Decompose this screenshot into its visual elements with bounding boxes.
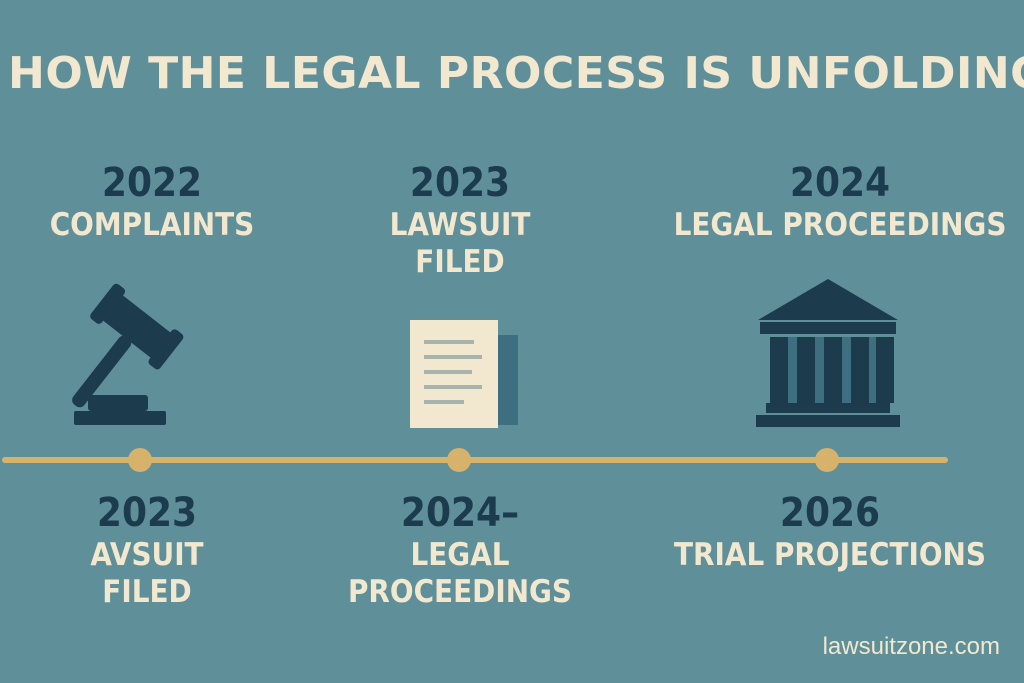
milestone-year: 2024– — [400, 490, 520, 536]
bottom-milestone-3: 2026 TRIAL PROJECTIONS — [670, 490, 990, 574]
top-milestone-1: 2022 COMPLAINTS — [42, 160, 262, 244]
milestone-label: LAWSUIT FILED — [389, 207, 531, 280]
milestone-year: 2023 — [96, 490, 198, 536]
timeline-line — [2, 457, 948, 463]
bottom-milestone-1: 2023 AVSUIT FILED — [37, 490, 257, 610]
document-icon — [410, 320, 518, 428]
milestone-label: AVSUIT FILED — [90, 537, 204, 610]
timeline-dot — [815, 448, 839, 472]
timeline-dot — [447, 448, 471, 472]
gavel-icon — [72, 283, 184, 425]
footer-website: lawsuitzone.com — [822, 633, 1000, 660]
milestone-label: COMPLAINTS — [49, 207, 255, 244]
milestone-year: 2026 — [779, 490, 881, 536]
milestone-year: 2023 — [409, 160, 511, 206]
milestone-label: TRIAL PROJECTIONS — [674, 537, 986, 574]
milestone-year: 2024 — [789, 160, 891, 206]
milestone-year: 2022 — [101, 160, 203, 206]
top-milestone-3: 2024 LEGAL PROCEEDINGS — [670, 160, 1010, 244]
courthouse-icon — [756, 279, 900, 427]
milestone-label: LEGAL PROCEEDINGS — [673, 207, 1007, 244]
page-title: HOW THE LEGAL PROCESS IS UNFOLDING — [8, 48, 1024, 99]
timeline-dot — [128, 448, 152, 472]
bottom-milestone-2: 2024– LEGAL PROCEEDINGS — [340, 490, 580, 610]
top-milestone-2: 2023 LAWSUIT FILED — [350, 160, 570, 280]
milestone-label: LEGAL PROCEEDINGS — [347, 537, 573, 610]
